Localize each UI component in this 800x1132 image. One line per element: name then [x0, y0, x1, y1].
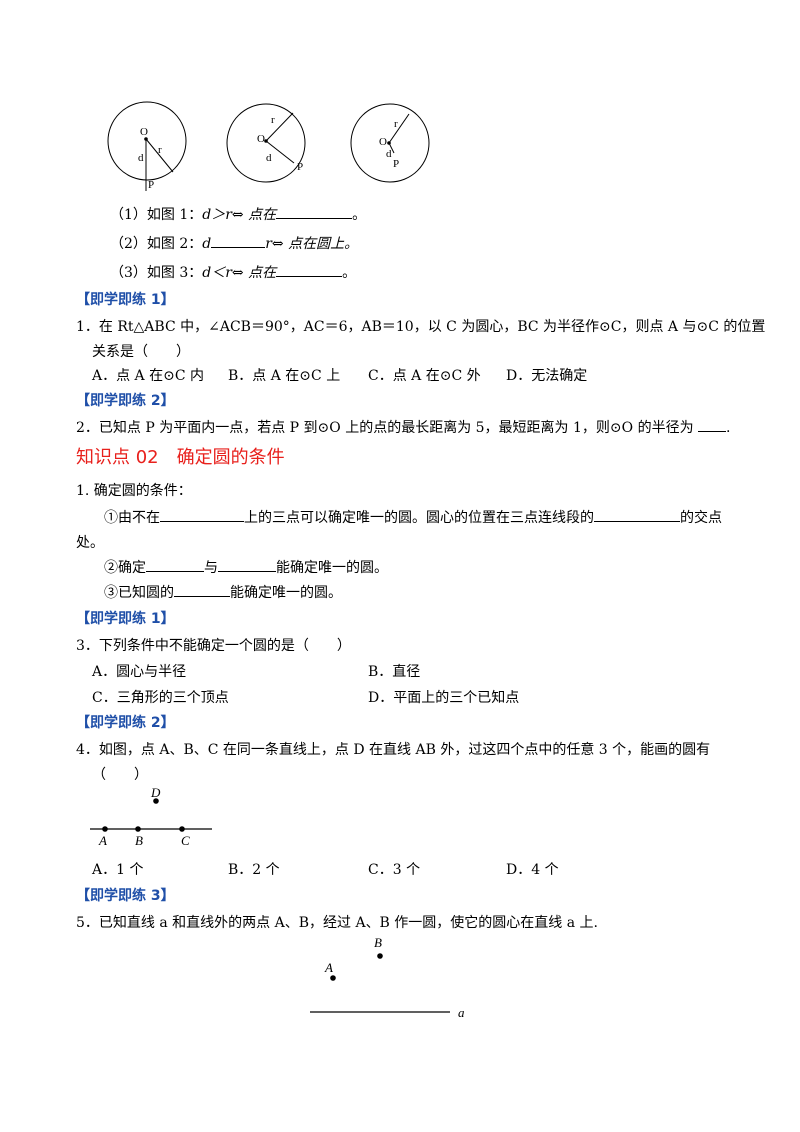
q4-label-b: B: [135, 833, 143, 848]
fig2-d-label: d: [266, 152, 272, 164]
q3-option-b: B．直径: [368, 664, 421, 680]
fig3-d-label: d: [386, 148, 392, 160]
q5-text: 5．已知直线 a 和直线外的两点 A、B，经过 A、B 作一圆，使它的圆心在直线…: [76, 915, 598, 931]
practice-tag-2: 【即学即练 2】: [76, 393, 175, 409]
cond-line-2: ②确定与能确定唯一的圆。: [104, 557, 388, 577]
blank: [160, 507, 244, 522]
q1-line-2: 关系是（ ）: [92, 344, 190, 360]
fig1-d-label: d: [138, 152, 144, 164]
q4-option-c: C．3 个: [368, 862, 421, 878]
fig1-r-label: r: [158, 144, 162, 156]
fig2-p-label: P: [297, 161, 303, 173]
q4-option-a: A．1 个: [92, 862, 144, 878]
q3-option-c: C．三角形的三个顶点: [92, 690, 229, 706]
q4-option-b: B．2 个: [228, 862, 280, 878]
circle-figures: O d r P O r d P O r d P: [107, 101, 430, 191]
q5-label-b: B: [374, 935, 382, 950]
blank: [146, 557, 204, 572]
q4-option-d: D．4 个: [506, 862, 559, 878]
cond-title: 1. 确定圆的条件：: [76, 483, 192, 499]
practice-tag-4: 【即学即练 2】: [76, 715, 175, 731]
q4-label-d: D: [150, 785, 161, 800]
q1-option-c: C．点 A 在⊙C 外: [368, 368, 481, 384]
fig2-o-label: O: [257, 133, 265, 145]
q2-text: 2．已知点 P 为平面内一点，若点 P 到⊙O 上的点的最长距离为 5，最短距离…: [76, 417, 730, 437]
practice-tag-3: 【即学即练 1】: [76, 611, 175, 627]
cond-line-1-cont: 处。: [76, 535, 104, 551]
blank: [276, 204, 353, 219]
blank: [594, 507, 680, 522]
q4-line-1: 4．如图，点 A、B、C 在同一条直线上，点 D 在直线 AB 外，过这四个点中…: [76, 742, 711, 758]
fig3-p-label: P: [393, 158, 399, 170]
q5-label-line-a: a: [458, 1005, 465, 1020]
pos-line-1: （1）如图 1：d＞r⇔ 点在。: [110, 204, 366, 224]
figure-3: O r d P: [350, 103, 430, 183]
q4-figure: D A B C: [90, 785, 212, 848]
practice-tag-5: 【即学即练 3】: [76, 888, 175, 904]
blank: [218, 557, 276, 572]
fig3-o-label: O: [379, 136, 387, 148]
q1-option-d: D．无法确定: [506, 368, 588, 384]
pos-line-3: （3）如图 3：d＜r⇔ 点在。: [110, 262, 356, 282]
blank: [276, 262, 343, 277]
cond-line-3: ③已知圆的能确定唯一的圆。: [104, 582, 342, 602]
fig1-o-label: O: [140, 126, 148, 138]
fig1-p-label: P: [148, 179, 154, 191]
q1-line-1: 1．在 Rt△ABC 中，∠ACB＝90°，AC＝6，AB＝10，以 C 为圆心…: [76, 319, 766, 335]
q5-figure: B A a: [310, 935, 465, 1020]
figure-1: O d r P: [107, 101, 187, 191]
fig3-r-label: r: [394, 118, 398, 130]
q4-label-c: C: [181, 833, 190, 848]
q4-label-a: A: [98, 833, 107, 848]
q3-option-a: A．圆心与半径: [92, 664, 187, 680]
q3-option-d: D．平面上的三个已知点: [368, 690, 520, 706]
cond-line-1: ①由不在上的三点可以确定唯一的圆。圆心的位置在三点连线段的的交点: [104, 507, 722, 527]
practice-tag-1: 【即学即练 1】: [76, 292, 175, 308]
q4-line-2: （ ）: [92, 767, 148, 783]
blank: [698, 417, 727, 432]
q5-label-a: A: [324, 960, 333, 975]
fig2-r-label: r: [271, 114, 275, 126]
figure-2: O r d P: [226, 103, 306, 183]
q1-option-b: B．点 A 在⊙C 上: [228, 368, 341, 384]
section-heading: 知识点 02 确定圆的条件: [76, 447, 285, 468]
q3-text: 3．下列条件中不能确定一个圆的是（ ）: [76, 638, 351, 654]
blank: [174, 582, 230, 597]
blank: [211, 233, 266, 248]
q1-option-a: A．点 A 在⊙C 内: [92, 368, 205, 384]
